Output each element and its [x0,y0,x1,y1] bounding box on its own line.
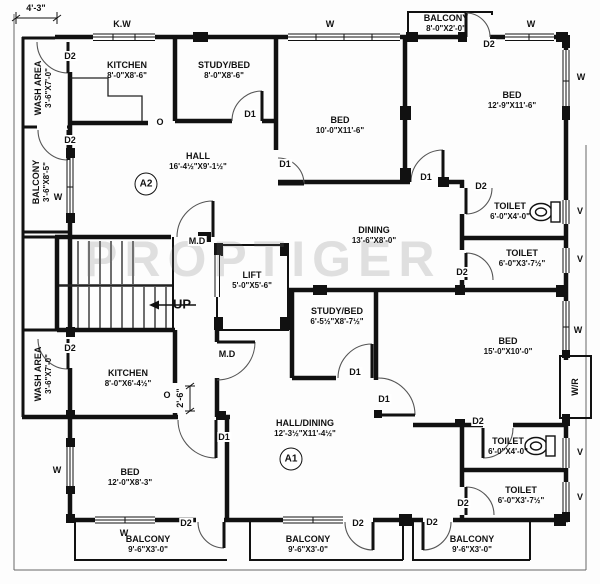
door-label-d2: D2 [482,39,496,49]
opening-label-o: O [155,117,165,127]
door-label-d2: D2 [351,518,365,528]
door-label-d2: D2 [63,135,77,145]
walls-wing [21,36,72,417]
window-label-w: W [325,19,335,29]
dimension-top-left: 4'-3" [26,3,46,13]
door-label-md: M.D [187,236,207,246]
dimension-lines [11,12,195,415]
door-arcs [36,12,514,551]
window-label-w: W [576,72,586,82]
door-label-d1: D1 [348,367,362,377]
lift-door [213,255,221,297]
watermark: PROPTIGER [84,231,442,287]
up-arrow [149,300,196,310]
door-label-d1: D1 [419,172,433,182]
vent-label-v: V [576,447,584,457]
door-label-d1: D1 [377,394,391,404]
vent-label-v: V [576,206,584,216]
window-label-w: W [52,465,62,475]
door-label-d2: D2 [471,416,485,426]
door-label-d1: D1 [243,109,257,119]
wr-label: W/R [570,377,580,397]
vent-label-v: V [576,254,584,264]
door-label-d2: D2 [179,518,193,528]
dimension-passage: 2'-6" [175,388,185,408]
door-label-d1: D1 [278,159,292,169]
window-label-kw: K.W [113,19,131,29]
up-label: UP [172,296,192,312]
windows [65,32,571,525]
door-label-d2: D2 [63,51,77,61]
door-label-d2: D2 [456,498,470,508]
kitchen-counter [70,77,143,121]
door-label-d2: D2 [425,517,439,527]
door-label-d1: D1 [217,432,231,442]
door-label-d2: D2 [455,267,469,277]
staircase [59,241,172,328]
unit-label-a2: A2 [134,172,158,196]
columns [66,32,570,526]
toilet-fixtures [524,201,561,457]
vent-label-v: V [576,492,584,502]
window-label-w: W [119,528,129,538]
unit-label-a1: A1 [279,447,303,471]
window-label-w: W [573,325,583,335]
window-label-w: W [526,19,536,29]
door-label-d2: D2 [474,181,488,191]
window-label-w: W [53,192,63,202]
door-label-d2: D2 [63,343,77,353]
door-label-md: M.D [217,349,237,359]
boundary-lines [13,14,587,571]
opening-label-o: O [162,390,172,400]
